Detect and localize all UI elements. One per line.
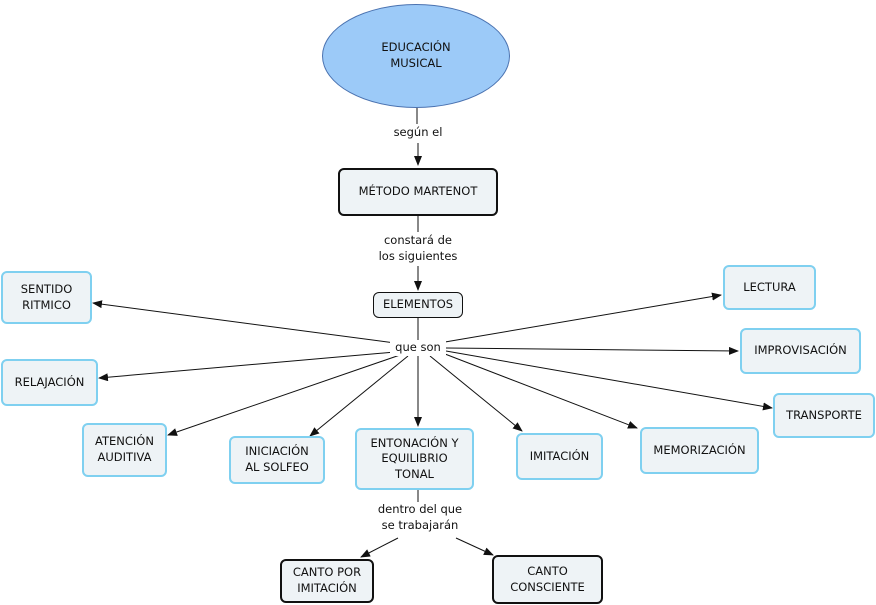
link-dentro-del-que: dentro del que se trabajarán (366, 502, 474, 534)
node-elementos[interactable]: ELEMENTOS (373, 292, 463, 318)
node-transporte[interactable]: TRANSPORTE (773, 393, 875, 438)
link-que-son: que son (390, 340, 446, 356)
node-metodo-martenot[interactable]: MÉTODO MARTENOT (338, 168, 498, 216)
node-memorizacion[interactable]: MEMORIZACIÓN (640, 427, 759, 474)
node-canto-consciente[interactable]: CANTO CONSCIENTE (492, 555, 603, 604)
node-educacion-musical[interactable]: EDUCACIÓN MUSICAL (322, 4, 510, 108)
node-relajacion[interactable]: RELAJACIÓN (1, 359, 98, 406)
edge-queson-lectura (444, 292, 722, 343)
node-lectura[interactable]: LECTURA (723, 265, 816, 310)
edge-queson-sentido (92, 300, 396, 344)
edge-queson-transporte (445, 350, 773, 411)
node-atencion-auditiva[interactable]: ATENCIÓN AUDITIVA (82, 423, 167, 477)
link-constara: constará de los siguientes (356, 233, 480, 265)
edge-queson-atencion (167, 354, 401, 436)
node-canto-imitacion[interactable]: CANTO POR IMITACIÓN (280, 559, 374, 603)
edge-queson-relajacion (98, 351, 396, 382)
edge-queson-solfeo (309, 355, 409, 437)
link-segun-el: según el (388, 125, 448, 141)
edge-queson-memorizacion (444, 353, 638, 429)
edge-queson-improvisacion (445, 346, 739, 355)
edge-dentro-canto-consciente (455, 537, 494, 556)
edge-queson-imitacion (429, 355, 523, 432)
node-entonacion-equilibrio[interactable]: ENTONACIÓN Y EQUILIBRIO TONAL (355, 428, 474, 490)
edge-dentro-canto-imitacion (360, 537, 399, 558)
node-iniciacion-solfeo[interactable]: INICIACIÓN AL SOLFEO (229, 436, 325, 484)
node-sentido-ritmico[interactable]: SENTIDO RITMICO (1, 271, 92, 324)
node-improvisacion[interactable]: IMPROVISACIÓN (740, 328, 861, 374)
node-imitacion[interactable]: IMITACIÓN (516, 433, 603, 480)
